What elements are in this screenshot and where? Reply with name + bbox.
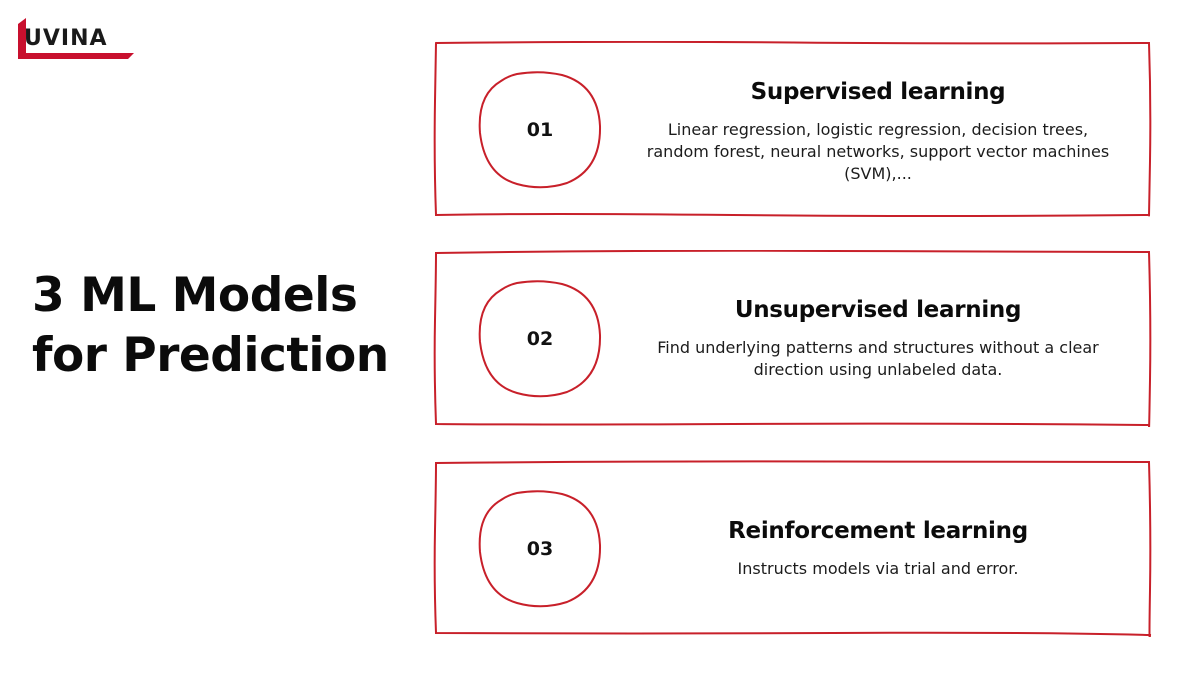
logo-bracket-icon — [18, 18, 134, 59]
model-card-unsupervised: 02 Unsupervised learning Find underlying… — [433, 250, 1152, 427]
card-number: 02 — [526, 328, 554, 350]
page-title-line-2: for Prediction — [32, 328, 389, 383]
card-title: Unsupervised learning — [734, 296, 1022, 323]
card-description: Find underlying patterns and structures … — [657, 337, 1099, 379]
card-description: Linear regression, logistic regression, … — [646, 119, 1110, 183]
card-title: Reinforcement learning — [728, 517, 1028, 544]
model-card-supervised: 01 Supervised learning Linear regression… — [433, 41, 1152, 218]
card-number: 03 — [526, 538, 554, 560]
card-frame-icon — [433, 250, 1152, 427]
card-frame-icon — [433, 460, 1152, 637]
page-title: 3 ML Models for Prediction — [32, 266, 412, 386]
page-title-line-1: 3 ML Models — [32, 268, 358, 323]
number-circle-icon — [478, 490, 602, 608]
luvina-logo: UVINA — [16, 16, 138, 62]
number-circle-icon — [478, 71, 602, 189]
card-title: Supervised learning — [750, 78, 1006, 105]
number-circle-icon — [478, 280, 602, 398]
model-card-reinforcement: 03 Reinforcement learning Instructs mode… — [433, 460, 1152, 637]
card-frame-icon — [433, 41, 1152, 217]
card-body: Supervised learning Linear regression, l… — [638, 41, 1118, 218]
logo-text: UVINA — [24, 26, 108, 51]
card-description: Instructs models via trial and error. — [737, 558, 1019, 578]
card-number: 01 — [526, 119, 554, 141]
card-body: Reinforcement learning Instructs models … — [638, 460, 1118, 637]
card-body: Unsupervised learning Find underlying pa… — [638, 250, 1118, 427]
